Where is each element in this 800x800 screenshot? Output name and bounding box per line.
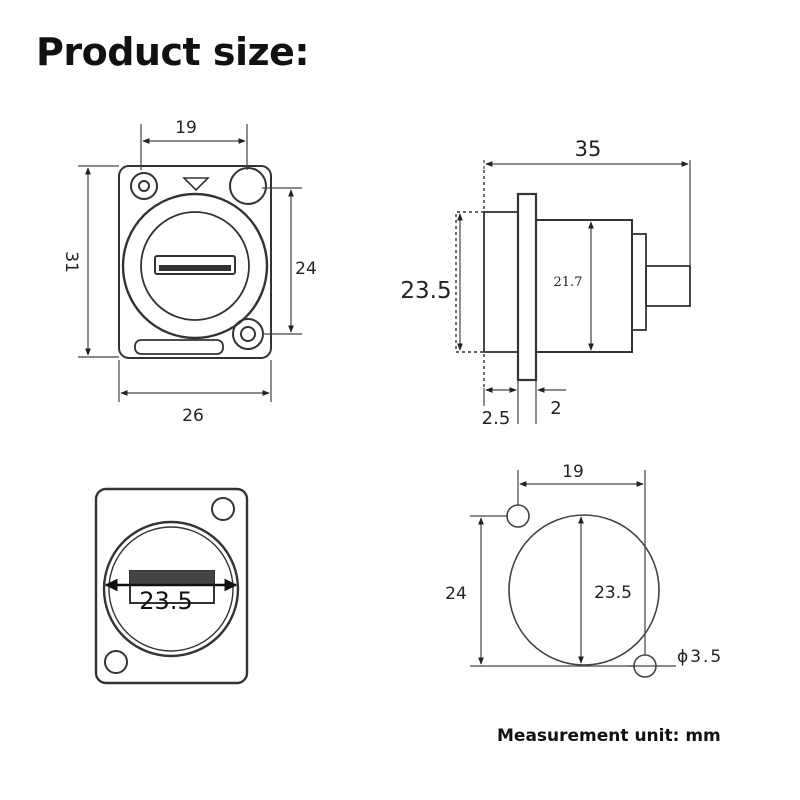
side-view bbox=[455, 170, 691, 388]
side-dim-offset-left: 2.5 bbox=[482, 408, 511, 429]
front-triangle-mark bbox=[182, 177, 210, 192]
face-hole-top-right bbox=[211, 497, 235, 521]
side-front-body bbox=[483, 211, 519, 353]
back-dim-diameter: 23.5 bbox=[594, 583, 632, 603]
front-dim-width-bottom: 26 bbox=[182, 406, 204, 426]
side-dim-inner-diameter: 21.7 bbox=[554, 275, 583, 290]
front-dim-height-left: 31 bbox=[61, 251, 81, 273]
side-dim-length: 35 bbox=[575, 137, 602, 161]
front-dimensions bbox=[78, 124, 302, 402]
back-dim-hole: ϕ3.5 bbox=[677, 647, 723, 667]
front-hole-top-left bbox=[130, 172, 158, 200]
front-latch bbox=[134, 339, 224, 355]
side-dim-offset-right: 2 bbox=[550, 398, 561, 419]
back-dimensions bbox=[470, 470, 676, 667]
front-usb-slot bbox=[154, 255, 236, 275]
face-dim-diameter: 23.5 bbox=[139, 587, 192, 615]
front-view bbox=[118, 165, 272, 359]
back-view bbox=[506, 504, 660, 678]
face-hole-bottom-left bbox=[104, 650, 128, 674]
side-dimensions bbox=[457, 160, 691, 424]
front-plate bbox=[118, 165, 272, 359]
side-dim-outer-diameter: 23.5 bbox=[400, 278, 451, 304]
back-dim-width-top: 19 bbox=[562, 462, 584, 482]
side-front-dashed bbox=[455, 170, 485, 388]
face-plate bbox=[94, 487, 249, 685]
side-rear-usb bbox=[645, 265, 691, 307]
side-flange bbox=[516, 192, 538, 382]
page-title: Product size: bbox=[36, 30, 310, 74]
side-main-body bbox=[535, 219, 633, 353]
front-dim-height-right: 24 bbox=[295, 259, 317, 279]
back-hole-top bbox=[506, 504, 530, 528]
measurement-unit-note: Measurement unit: mm bbox=[497, 726, 721, 746]
face-housing-outer bbox=[102, 520, 240, 658]
front-housing-inner bbox=[140, 211, 250, 321]
back-dim-height-left: 24 bbox=[445, 584, 467, 604]
front-hole-top-right bbox=[229, 167, 267, 205]
side-rear-step bbox=[631, 233, 647, 331]
back-circle bbox=[508, 514, 660, 666]
front-dim-width-top: 19 bbox=[175, 118, 197, 138]
front-housing-outer bbox=[121, 192, 269, 340]
